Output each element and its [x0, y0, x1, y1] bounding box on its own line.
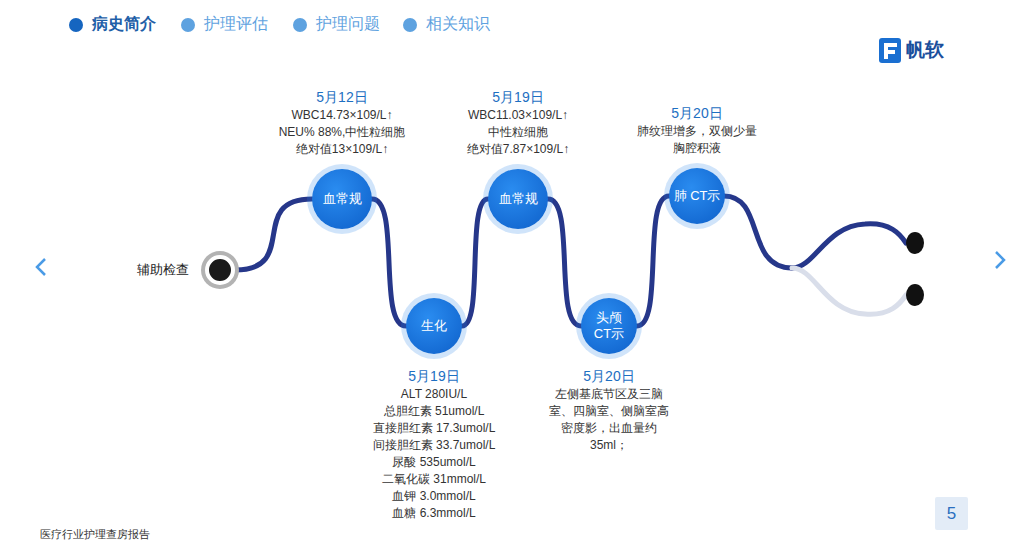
- nav-tab: 相关知识: [426, 14, 490, 34]
- exam-result: 血钾 3.0mmol/L: [359, 488, 509, 505]
- exam-result: 尿酸 535umol/L: [359, 454, 509, 471]
- nav-tab: 护理评估: [204, 14, 268, 34]
- nav-tab: 护理问题: [316, 14, 380, 34]
- exam-circle: 头颅 CT示5月20日左侧基底节区及三脑室、四脑室、侧脑室高密度影，出血量约35…: [581, 298, 637, 354]
- exam-date: 5月20日: [545, 367, 673, 386]
- exam-result: 左侧基底节区及三脑室、四脑室、侧脑室高密度影，出血量约35ml；: [545, 386, 673, 454]
- exam-result: 肺纹理增多，双侧少量胸腔积液: [632, 123, 762, 157]
- exam-result: 血糖 6.3mmol/L: [359, 505, 509, 522]
- circle-label: 头颅 CT示: [585, 310, 633, 342]
- circle-label: 肺 CT示: [673, 188, 721, 204]
- circle-label: 血常规: [318, 191, 366, 207]
- exam-circle: 血常规5月19日WBC11.03×109/L↑ 中性粒细胞 绝对值7.87×10…: [488, 169, 548, 229]
- next-arrow: [996, 252, 1004, 268]
- circle-label: 生化: [410, 318, 458, 334]
- exam-result: WBC14.73×109/L↑ NEU% 88%,中性粒细胞 绝对值13×109…: [274, 107, 410, 158]
- page-number: 5: [935, 497, 968, 530]
- timeline-connector: [235, 199, 312, 270]
- nav-dot: [69, 18, 83, 32]
- exam-annotation: 5月19日ALT 280IU/L总胆红素 51umol/L直接胆红素 17.3u…: [359, 367, 509, 522]
- exam-annotation: 5月20日肺纹理增多，双侧少量胸腔积液: [632, 104, 762, 157]
- exam-date: 5月20日: [632, 104, 762, 123]
- timeline-connector: [462, 199, 488, 326]
- start-circle: 辅助检查: [205, 255, 235, 285]
- exam-annotation: 5月19日WBC11.03×109/L↑ 中性粒细胞 绝对值7.87×109/L…: [450, 88, 586, 158]
- exam-result: 间接胆红素 33.7umol/L: [359, 437, 509, 454]
- exam-result: 二氧化碳 31mmol/L: [359, 471, 509, 488]
- exam-date: 5月12日: [274, 88, 410, 107]
- start-label: 辅助检查: [137, 262, 189, 278]
- exam-date: 5月19日: [450, 88, 586, 107]
- exam-circle: 肺 CT示5月20日肺纹理增多，双侧少量胸腔积液: [669, 168, 725, 224]
- exam-date: 5月19日: [359, 367, 509, 386]
- exam-annotation: 5月20日左侧基底节区及三脑室、四脑室、侧脑室高密度影，出血量约35ml；: [545, 367, 673, 454]
- nav-dot: [403, 18, 417, 32]
- stethoscope: [724, 196, 924, 314]
- exam-circle: 血常规5月12日WBC14.73×109/L↑ NEU% 88%,中性粒细胞 绝…: [312, 169, 372, 229]
- exam-result: ALT 280IU/L: [359, 386, 509, 403]
- nav-tab: 病史简介: [92, 14, 156, 34]
- logo-icon: [879, 38, 901, 63]
- circle-label: 血常规: [494, 191, 542, 207]
- nav-dot: [293, 18, 307, 32]
- page-box: [935, 497, 968, 530]
- prev-arrow: [37, 259, 45, 275]
- exam-result: 直接胆红素 17.3umol/L: [359, 420, 509, 437]
- footer-text: 医疗行业护理查房报告: [40, 527, 150, 542]
- exam-annotation: 5月12日WBC14.73×109/L↑ NEU% 88%,中性粒细胞 绝对值1…: [274, 88, 410, 158]
- nav-dot: [181, 18, 195, 32]
- timeline-connector: [548, 199, 581, 326]
- timeline-connector: [372, 199, 406, 326]
- logo-text: 帆软: [906, 38, 944, 61]
- exam-result: 总胆红素 51umol/L: [359, 403, 509, 420]
- exam-circle: 生化5月19日ALT 280IU/L总胆红素 51umol/L直接胆红素 17.…: [406, 298, 462, 354]
- timeline-connector: [637, 196, 669, 326]
- exam-result: WBC11.03×109/L↑ 中性粒细胞 绝对值7.87×109/L↑: [450, 107, 586, 158]
